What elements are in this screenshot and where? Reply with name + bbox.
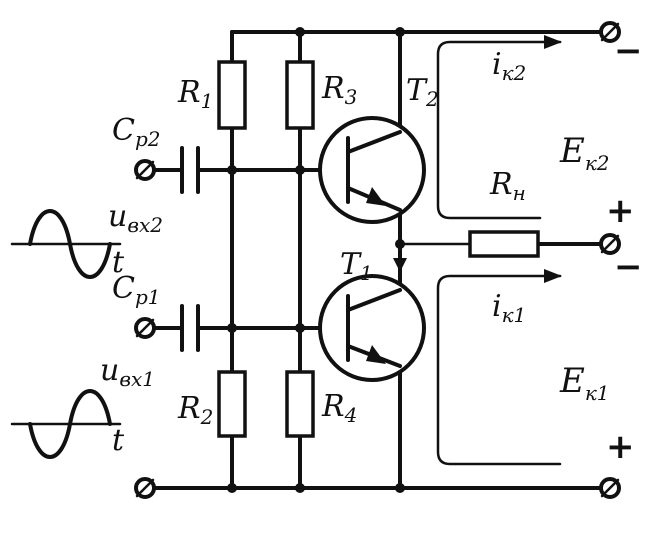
label-t-axis-bottom: t <box>112 423 125 458</box>
transistor-t1 <box>318 274 426 382</box>
resistor-r2 <box>217 370 247 438</box>
current-arrow-mid <box>393 258 407 272</box>
label-t1: T1 <box>340 247 373 285</box>
terminal-input1-icon <box>134 317 156 339</box>
resistor-r3 <box>285 60 315 130</box>
terminal-top-right-icon <box>599 21 621 43</box>
label-ek2: Eк2 <box>559 131 610 175</box>
capacitor-cp2 <box>180 146 200 194</box>
sign-top-minus: − <box>614 31 643 71</box>
label-t2: T2 <box>406 73 439 111</box>
label-t-axis-top: t <box>112 245 125 280</box>
sign-mid-minus: − <box>614 247 643 287</box>
sine-input1-icon <box>10 389 122 459</box>
resistor-rn <box>468 230 540 258</box>
label-r1: R1 <box>177 75 213 113</box>
terminal-mid-right-icon <box>599 233 621 255</box>
capacitor-cp1 <box>180 304 200 352</box>
label-ek1: Eк1 <box>559 361 610 405</box>
sign-bottom-plus: + <box>606 427 635 467</box>
terminals <box>134 21 621 499</box>
label-r2: R2 <box>177 391 213 429</box>
current-loop-ik2 <box>436 35 562 220</box>
current-loop-ik1 <box>436 269 562 466</box>
sign-mid-plus: + <box>606 191 635 231</box>
terminal-bottom-right-icon <box>599 477 621 499</box>
terminal-common-left-icon <box>134 477 156 499</box>
label-ik2: iк2 <box>492 47 526 85</box>
label-cp2: Cp2 <box>112 113 161 151</box>
transistor-t2 <box>318 116 426 224</box>
label-r4: R4 <box>321 389 357 427</box>
label-cp1: Cp1 <box>112 271 161 309</box>
terminal-input2-icon <box>134 159 156 181</box>
resistor-r4 <box>285 370 315 438</box>
label-rn: Rн <box>489 167 526 205</box>
junctions <box>227 27 405 493</box>
label-r3: R3 <box>321 71 357 109</box>
sine-input2-icon <box>10 209 122 279</box>
resistor-r1 <box>217 60 247 130</box>
label-ik1: iк1 <box>492 289 526 327</box>
label-uin1: uвх1 <box>100 353 155 391</box>
label-uin2: uвх2 <box>108 199 163 237</box>
